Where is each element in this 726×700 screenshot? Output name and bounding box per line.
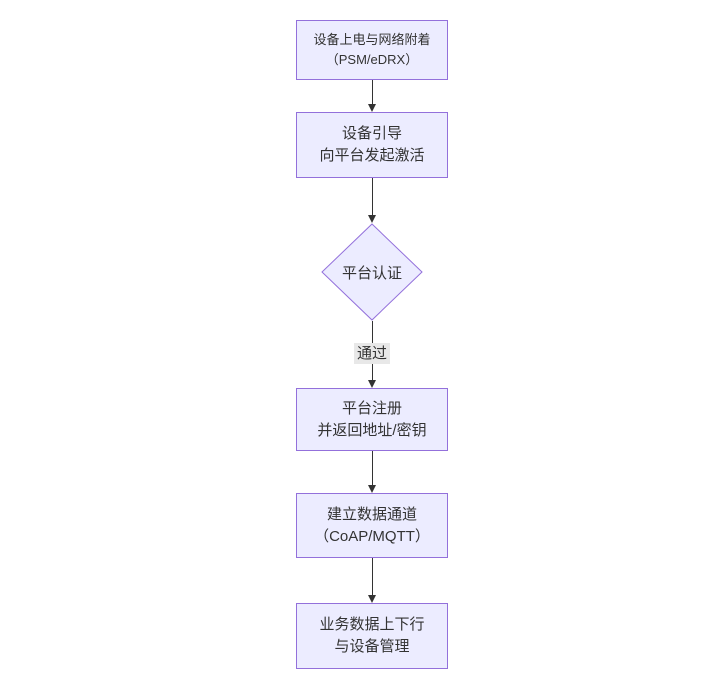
node-device-bootstrap-activate: 设备引导 向平台发起激活 (296, 112, 448, 178)
node-label-line: 平台认证 (341, 264, 402, 282)
node-business-data-device-mgmt: 业务数据上下行 与设备管理 (296, 603, 448, 669)
node-platform-register: 平台注册 并返回地址/密钥 (296, 388, 448, 451)
arrowhead-icon (368, 595, 376, 603)
edge-line (371, 451, 373, 485)
edge-e-f (366, 558, 378, 603)
node-establish-data-channel: 建立数据通道 （CoAP/MQTT） (296, 493, 448, 558)
edge-line (371, 558, 373, 595)
node-label-line: 平台注册 (341, 399, 402, 417)
edge-b-c (366, 178, 378, 223)
node-label-line: 设备上电与网络附着 (313, 32, 431, 47)
node-label-line: （PSM/eDRX） (325, 52, 419, 67)
edge-c-d: 通过 (353, 321, 391, 388)
arrowhead-icon (368, 215, 376, 223)
node-label-line: 业务数据上下行 (319, 616, 425, 633)
arrowhead-icon (368, 104, 376, 112)
node-label-line: 并返回地址/密钥 (317, 421, 427, 439)
diamond-shape (321, 223, 423, 321)
node-device-power-network-attach: 设备上电与网络附着 （PSM/eDRX） (296, 20, 448, 80)
edge-line (371, 178, 373, 215)
arrowhead-icon (368, 380, 376, 388)
edge-line (371, 80, 373, 104)
node-label-line: 设备引导 (341, 125, 402, 142)
node-platform-auth-decision: 平台认证 (321, 223, 423, 321)
node-label-line: 向平台发起激活 (319, 147, 425, 164)
node-label-line: 与设备管理 (334, 638, 410, 655)
edge-d-e (366, 451, 378, 493)
arrowhead-icon (368, 485, 376, 493)
edge-label-pass: 通过 (353, 343, 391, 364)
node-label-line: 建立数据通道 (326, 505, 417, 523)
edge-a-b (366, 80, 378, 112)
flowchart-column: 设备上电与网络附着 （PSM/eDRX） 设备引导 向平台发起激活 平台认证 通… (292, 20, 452, 669)
node-label-line: （CoAP/MQTT） (314, 527, 430, 545)
